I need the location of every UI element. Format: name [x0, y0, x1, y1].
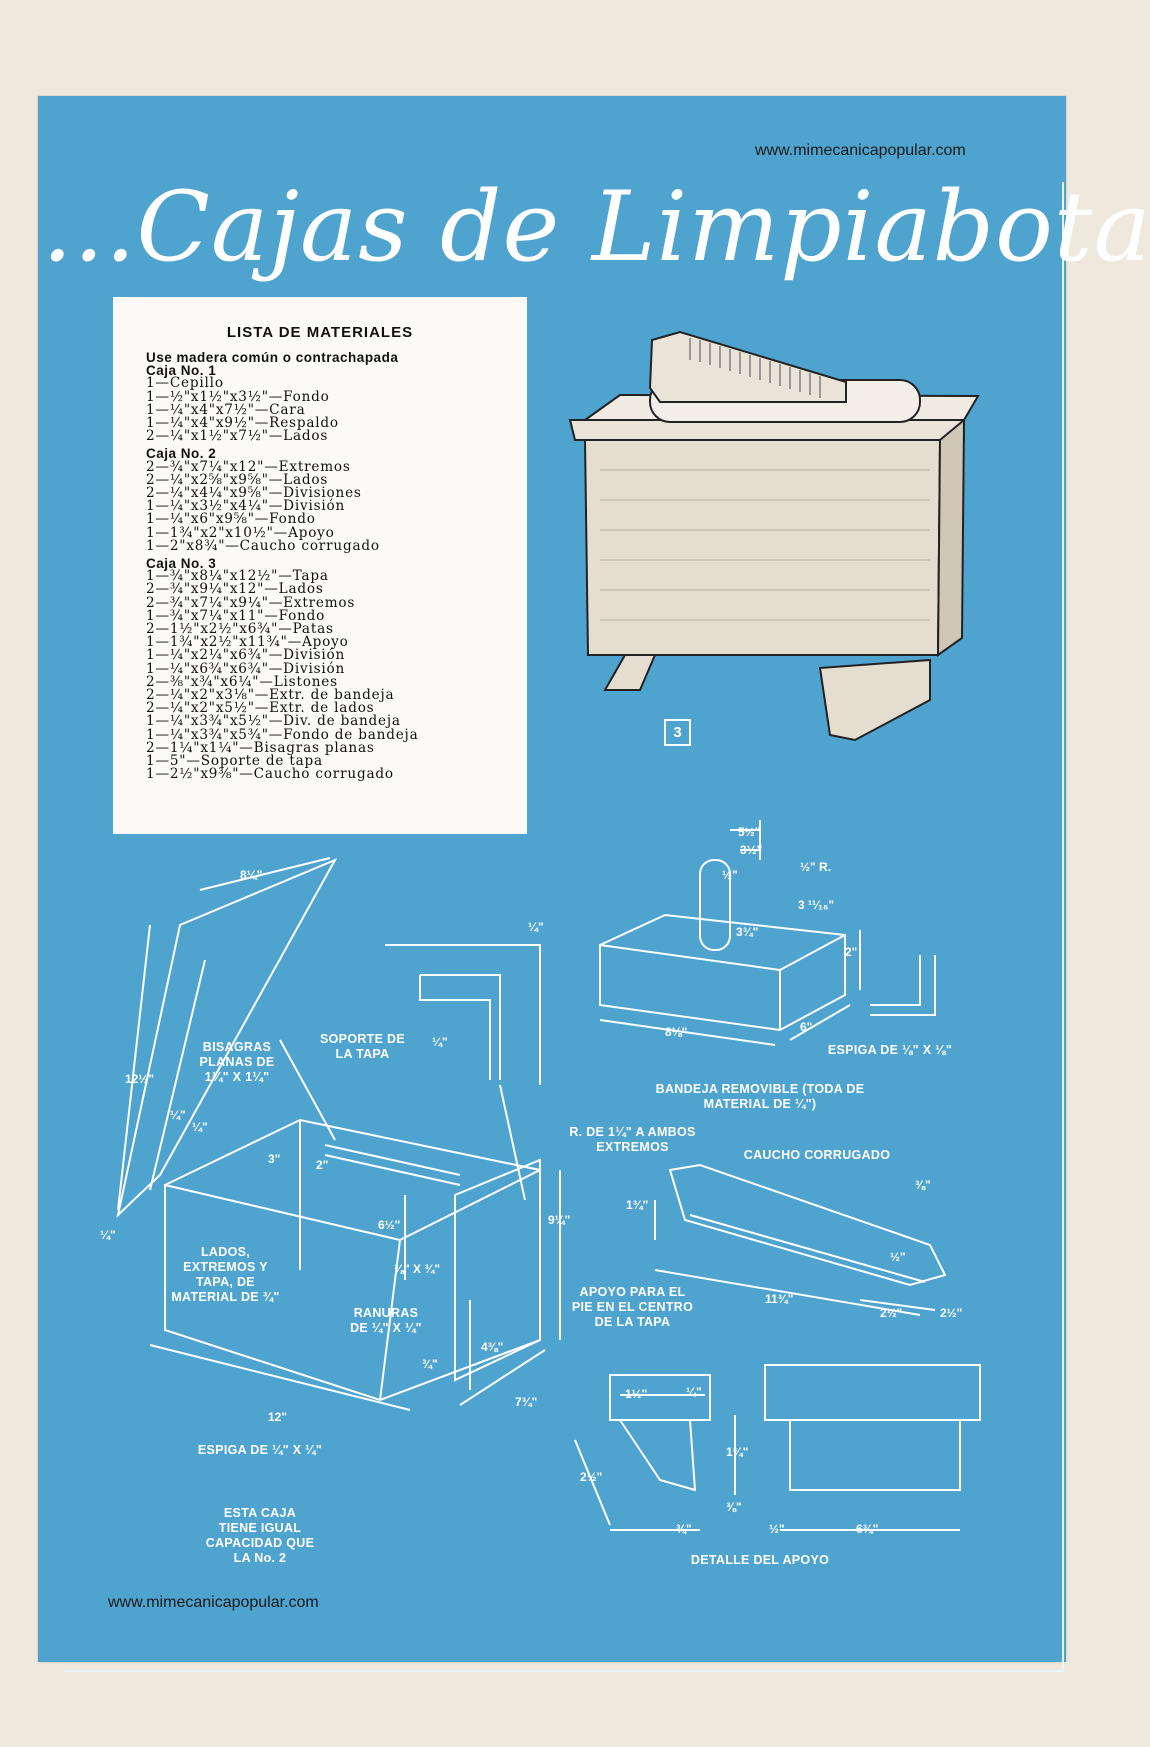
- materials-item: 1—Cepillo: [146, 375, 224, 392]
- dim-rest-1-3-4: 1¾": [626, 1198, 649, 1212]
- dim-det-6-3-4: 6¾": [856, 1522, 879, 1536]
- dim-strip: ⅜" X ¾": [394, 1262, 441, 1276]
- materials-item: 2—¼"x2⅝"x9⅝"—Lados: [146, 471, 329, 488]
- dim-three-quarter: ¾": [422, 1357, 438, 1371]
- dim-tray-3-3-4: 3¾": [736, 925, 759, 939]
- materials-item: 1—¼"x3½"x4¼"—División: [146, 498, 346, 515]
- dim-tray-6: 6": [800, 1020, 813, 1034]
- dim-six-half: 6½": [378, 1218, 401, 1232]
- panel-border: [64, 182, 1064, 1672]
- materials-item: 1—¼"x6"x9⅝"—Fondo: [146, 511, 316, 528]
- materials-item: 1—5"—Soporte de tapa: [146, 753, 323, 770]
- materials-body: Use madera común o contrachapada Caja No…: [146, 351, 527, 782]
- dim-lid-thickness: ¼": [100, 1228, 116, 1242]
- materials-item: 2—¾"x7¼"x9¼"—Extremos: [146, 594, 356, 611]
- dim-seven-three-quarter: 7¾": [515, 1395, 538, 1409]
- materials-item: 2—¾"x9¼"x12"—Lados: [146, 581, 324, 598]
- dim-det-1-3-4: 1¾": [726, 1445, 749, 1459]
- dim-rest-3-8: ⅜": [915, 1178, 931, 1192]
- dim-nine-quarter: 9¼": [548, 1213, 571, 1227]
- figure-number: 3: [664, 719, 691, 746]
- label-footrest: APOYO PARA EL PIE EN EL CENTRO DE LA TAP…: [571, 1285, 694, 1329]
- materials-item: 1—¼"x4"x9½"—Respaldo: [146, 415, 339, 432]
- label-rubber: CAUCHO CORRUGADO: [743, 1148, 891, 1162]
- materials-item: 2—¼"x2"x3⅛"—Extr. de bandeja: [146, 687, 395, 704]
- dim-tray-half: ½": [722, 868, 738, 882]
- dim-tray-half-r: ½" R.: [800, 860, 832, 874]
- materials-item: 1—¼"x6¾"x6¾"—División: [146, 660, 346, 677]
- materials-item: 1—1¾"x2½"x11¾"—Apoyo: [146, 634, 349, 651]
- dim-joint-top: ¼": [528, 920, 544, 934]
- label-tray: BANDEJA REMOVIBLE (TODA DE MATERIAL DE ¼…: [655, 1082, 865, 1111]
- materials-item: 1—1¾"x2"x10½"—Apoyo: [146, 524, 335, 541]
- dim-det-3-8: ⅜": [726, 1500, 742, 1514]
- dim-det-1-half: 1½": [625, 1387, 648, 1401]
- dim-joint-side: ¼": [432, 1035, 448, 1049]
- dim-det-2-half: 2½": [580, 1470, 603, 1484]
- materials-item: 2—¾"x7¼"x12"—Extremos: [146, 458, 351, 475]
- dim-det-3-4: ¾": [676, 1522, 692, 1536]
- dim-rest-half: ½": [890, 1250, 906, 1264]
- materials-item: 2—¼"x1½"x7½"—Lados: [146, 428, 329, 445]
- materials-item: 1—2"x8¾"—Caucho corrugado: [146, 537, 380, 554]
- materials-item: 1—¼"x3¾"x5½"—Div. de bandeja: [146, 713, 401, 730]
- dim-three: 3": [268, 1152, 281, 1166]
- materials-item: 1—¾"x7¼"x11"—Fondo: [146, 607, 326, 624]
- materials-group-name: Caja No. 1: [146, 363, 217, 379]
- materials-item: 2—1¼"x1¼"—Bisagras planas: [146, 739, 375, 756]
- dim-tray-3-11-16: 3 ¹¹⁄₁₆": [798, 898, 835, 912]
- materials-heading: LISTA DE MATERIALES: [226, 324, 414, 341]
- dim-tray-3half: 3½": [740, 843, 763, 857]
- materials-item: 2—1½"x2½"x6¾"—Patas: [146, 621, 334, 638]
- materials-item: 1—2½"x9⅜"—Caucho corrugado: [146, 766, 394, 783]
- materials-item: 1—½"x1½"x3½"—Fondo: [146, 388, 330, 405]
- materials-item: 1—¼"x2¼"x6¾"—División: [146, 647, 346, 664]
- dim-tray-8-1-8: 8⅛": [665, 1025, 688, 1039]
- site-url-bottom[interactable]: www.mimecanicapopular.com: [108, 1594, 319, 1611]
- dim-lid-edge: ¼": [192, 1120, 208, 1134]
- dim-det-half: ½": [769, 1522, 785, 1536]
- dim-lid-width: 8¼": [240, 868, 263, 882]
- dim-rest-2-half-a: 2½": [880, 1306, 903, 1320]
- label-lid-support: SOPORTE DE LA TAPA: [320, 1032, 405, 1061]
- box-plan: [116, 820, 981, 1531]
- dim-twelve: 12": [268, 1410, 288, 1424]
- materials-item: 1—¾"x8¼"x12½"—Tapa: [146, 568, 329, 585]
- dim-rest-11-3-4: 11¾": [765, 1292, 794, 1306]
- dim-four-three-eighths: 4⅜": [481, 1340, 504, 1354]
- page-title: ...Cajas de Limpiabotas: [42, 171, 1150, 283]
- materials-intro: Use madera común o contrachapada: [146, 350, 399, 365]
- dim-tray-2: 2": [845, 945, 858, 959]
- dim-lid-height: 12½": [125, 1072, 155, 1086]
- label-tenon-box: ESPIGA DE ¼" X ¼": [197, 1443, 323, 1457]
- dim-tray-5half: 5½": [738, 825, 761, 839]
- label-support-detail: DETALLE DEL APOYO: [690, 1553, 830, 1567]
- label-tenon-tray: ESPIGA DE ⅛" X ⅛": [827, 1043, 953, 1057]
- label-hinges: BISAGRAS PLANAS DE 1¼" X 1¼": [199, 1040, 275, 1084]
- materials-group-name: Caja No. 3: [146, 556, 217, 572]
- materials-item: 1—¼"x4"x7½"—Cara: [146, 401, 306, 418]
- dim-det-1-4: ¼": [686, 1385, 702, 1399]
- dim-hinge-gap: ¼": [170, 1108, 186, 1122]
- materials-group-name: Caja No. 2: [146, 446, 217, 462]
- materials-item: 2—⅜"x¾"x6¼"—Listones: [146, 673, 338, 690]
- site-url-top[interactable]: www.mimecanicapopular.com: [755, 142, 966, 159]
- dim-two: 2": [316, 1158, 329, 1172]
- materials-item: 2—¼"x2"x5½"—Extr. de lados: [146, 700, 375, 717]
- materials-item: 1—¼"x3¾"x5¾"—Fondo de bandeja: [146, 726, 419, 743]
- dim-rest-2-half-b: 2½": [940, 1306, 963, 1320]
- label-capacity-note: ESTA CAJA TIENE IGUAL CAPACIDAD QUE LA N…: [205, 1506, 315, 1565]
- box-illustration: [568, 330, 980, 742]
- label-sides-material: LADOS, EXTREMOS Y TAPA, DE MATERIAL DE ¾…: [171, 1245, 280, 1304]
- materials-list: LISTA DE MATERIALES Use madera común o c…: [113, 297, 527, 834]
- label-radius-ends: R. DE 1¼" A AMBOS EXTREMOS: [569, 1125, 696, 1154]
- label-grooves: RANURAS DE ¼" X ¼": [350, 1306, 422, 1335]
- materials-item: 2—¼"x4¼"x9⅝"—Divisiones: [146, 485, 362, 502]
